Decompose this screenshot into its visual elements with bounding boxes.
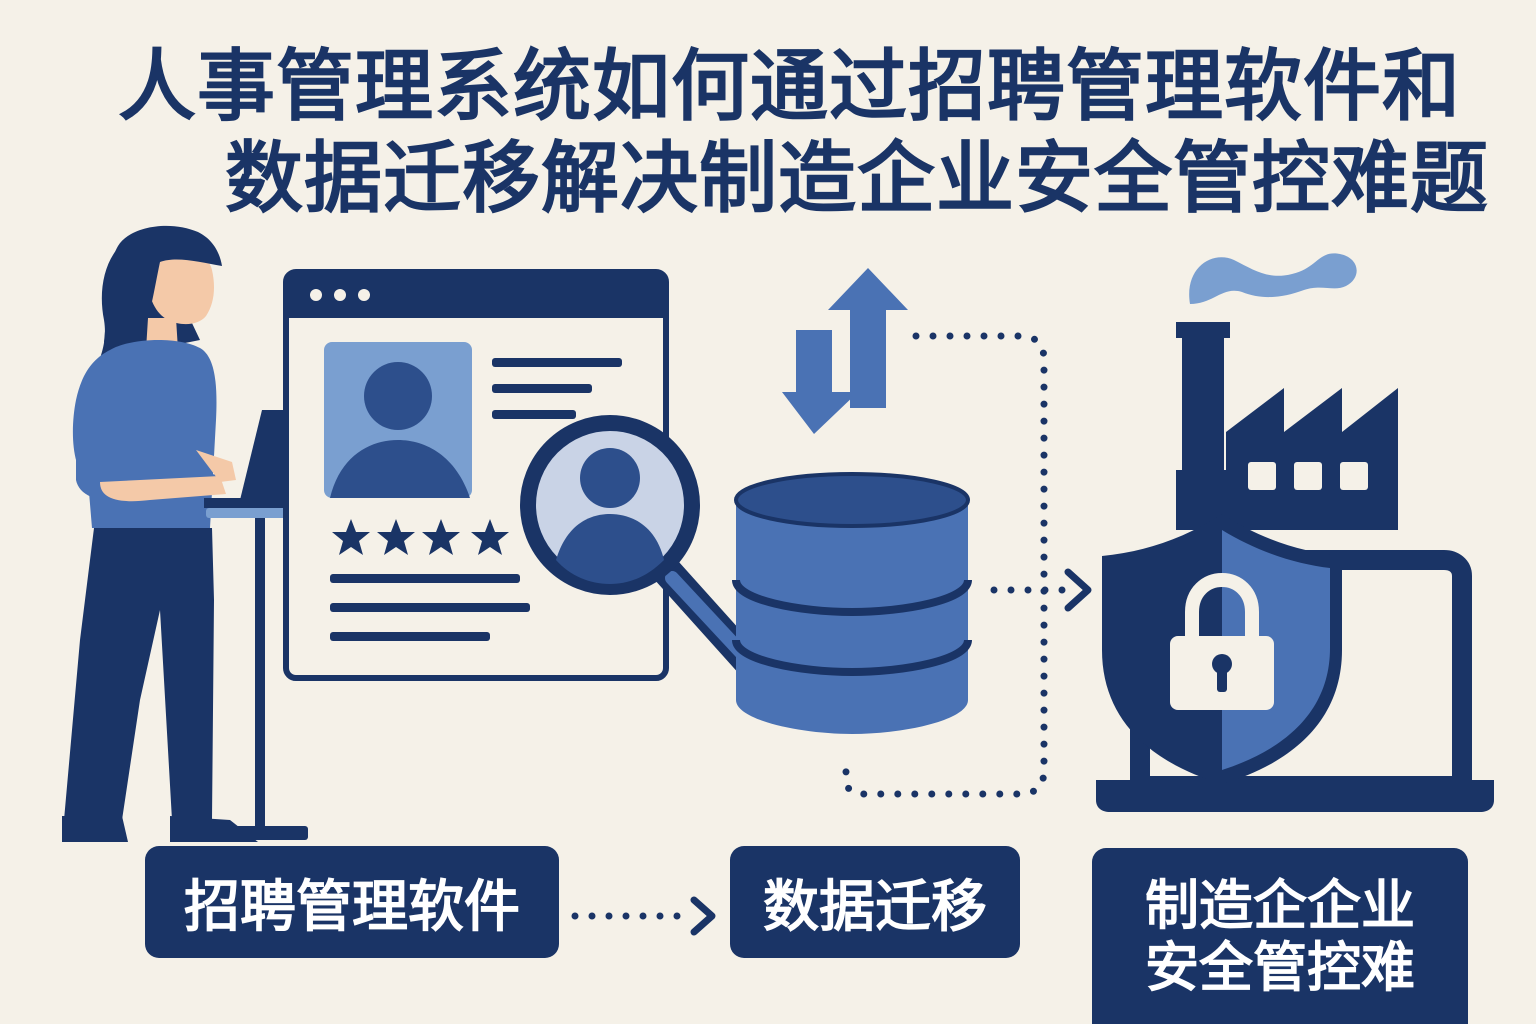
flow-dotted-lines bbox=[571, 332, 1082, 920]
recruitment-software-label: 招聘管理软件 bbox=[145, 846, 559, 958]
title-line-1: 人事管理系统如何通过招聘管理软件和 bbox=[118, 42, 1462, 132]
database-icon bbox=[732, 472, 972, 734]
flow-arrowheads bbox=[690, 568, 1092, 936]
title-line-2: 数据迁移解决制造企业安全管控难题 bbox=[225, 134, 1490, 224]
sync-arrows-icon bbox=[782, 268, 908, 434]
shield-lock-icon bbox=[1102, 514, 1342, 784]
security-label-line-2: 安全管控难 bbox=[1145, 936, 1415, 999]
data-migration-label: 数据迁移 bbox=[730, 846, 1020, 958]
factory-icon bbox=[1176, 253, 1398, 530]
manufacturing-security-label: 制造企企业 安全管控难 bbox=[1092, 848, 1468, 1024]
security-label-line-1: 制造企企业 bbox=[1145, 873, 1415, 937]
